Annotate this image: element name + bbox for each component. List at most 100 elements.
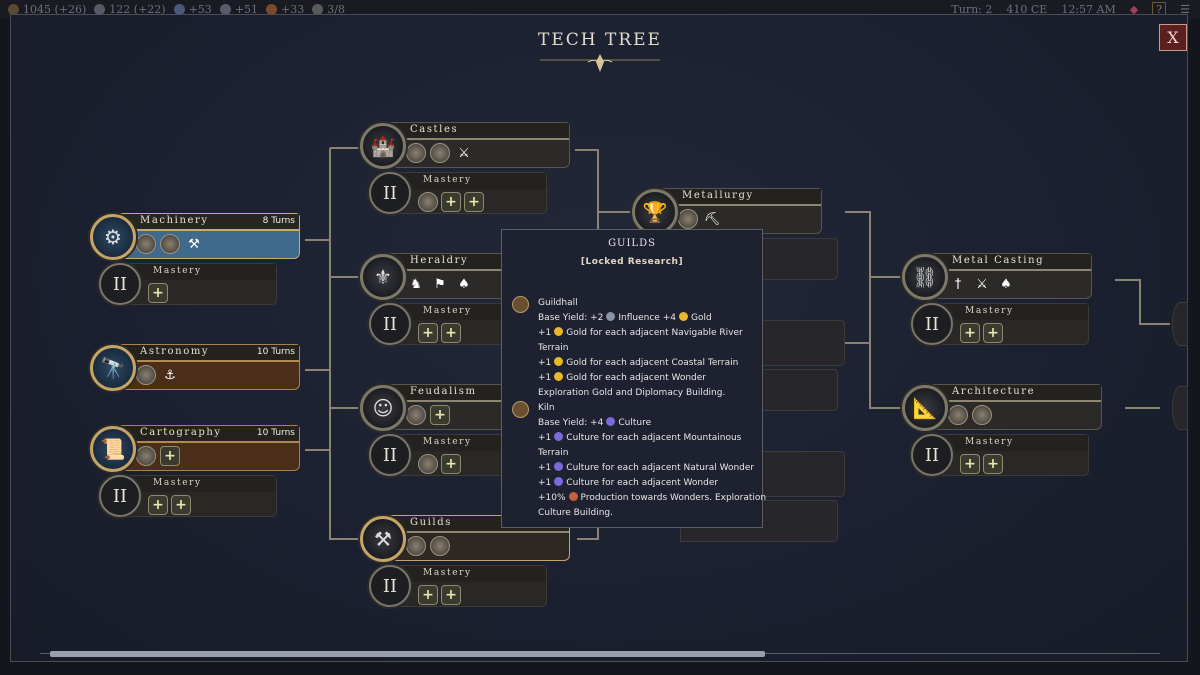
mastery-bonus-plus-icon[interactable]: + — [148, 495, 168, 515]
building-unlock-icon[interactable] — [136, 365, 156, 385]
tech-node-metal-casting[interactable]: Metal Casting † ⚔ ♠ ⛓ — [902, 253, 1092, 301]
mastery-bonus-plus-icon[interactable]: + — [983, 323, 1003, 343]
mastery-icons: ++ — [418, 192, 484, 212]
tech-machinery-icon[interactable]: ⚙ — [90, 214, 136, 260]
tech-guilds-icon[interactable]: ⚒ — [360, 516, 406, 562]
building-unlock-icon[interactable] — [678, 209, 698, 229]
mastery-bonus-plus-icon[interactable]: + — [430, 405, 450, 425]
mastery-numeral-icon: II — [99, 263, 141, 305]
mastery-bonus-plus-icon[interactable]: + — [441, 454, 461, 474]
horizontal-scrollbar[interactable] — [30, 651, 1170, 657]
building-unlock-icon[interactable] — [136, 234, 156, 254]
building-unlock-icon[interactable] — [160, 234, 180, 254]
building-unlock-icon[interactable] — [406, 536, 426, 556]
mastery-bonus-plus-icon[interactable]: + — [160, 446, 180, 466]
axe-icon[interactable]: ⚔ — [976, 276, 988, 292]
tech-node-metallurgy[interactable]: Metallurgy⛏🏆 — [632, 188, 822, 236]
tech-node-header — [378, 123, 569, 140]
tech-name: Cartography — [140, 427, 222, 438]
building-unlock-icon[interactable] — [136, 446, 156, 466]
resource-influence: 122 (+22) — [94, 3, 166, 16]
mastery-header — [927, 435, 1088, 451]
close-button[interactable]: X — [1159, 24, 1187, 51]
yield-text: Production towards Wonders. Exploration — [580, 493, 767, 503]
crane-icon[interactable]: ⛏ — [703, 211, 721, 227]
mastery-node-architecture[interactable]: Mastery++II — [911, 434, 1089, 476]
tech-node-cartography[interactable]: Cartography 10 Turns + 📜 — [90, 425, 300, 473]
mastery-label: Mastery — [153, 478, 202, 488]
mastery-node-cartography[interactable]: Mastery++II — [99, 475, 277, 517]
mastery-bonus-plus-icon[interactable]: + — [441, 585, 461, 605]
yield-text: +1 — [538, 358, 552, 368]
tech-metallurgy-icon[interactable]: 🏆 — [632, 189, 678, 235]
mastery-bonus-plus-icon[interactable]: + — [960, 323, 980, 343]
sword-icon[interactable]: † — [954, 276, 962, 292]
mastery-node-metal-casting[interactable]: Mastery++II — [911, 303, 1089, 345]
mastery-bonus-plus-icon[interactable]: + — [171, 495, 191, 515]
building-unlock-icon[interactable] — [430, 536, 450, 556]
mastery-icons: ++ — [960, 454, 1003, 474]
building-unlock-icon[interactable] — [972, 405, 992, 425]
tech-feudalism-icon[interactable]: ☺ — [360, 385, 406, 431]
yield-text: +1 — [538, 463, 552, 473]
shovel-icon[interactable]: ♠ — [458, 276, 470, 292]
building-unlock-icon[interactable] — [418, 454, 438, 474]
tech-node-castles[interactable]: Castles⚔🏰 — [360, 122, 570, 170]
mastery-numeral-icon: II — [369, 434, 411, 476]
mastery-bonus-plus-icon[interactable]: + — [464, 192, 484, 212]
yield-text: Gold for each adjacent Navigable River — [566, 328, 743, 338]
mastery-bonus-plus-icon[interactable]: + — [418, 585, 438, 605]
scroll-thumb[interactable] — [50, 651, 765, 657]
horse-icon[interactable]: ♞ — [410, 276, 422, 292]
tech-cartography-icon[interactable]: 📜 — [90, 426, 136, 472]
catapult-icon[interactable]: ⚒ — [188, 236, 200, 252]
tech-node-bar: Architecture — [919, 384, 1102, 430]
tech-astronomy-icon[interactable]: 🔭 — [90, 345, 136, 391]
clock: 12:57 AM — [1061, 3, 1116, 16]
mastery-node-guilds[interactable]: Mastery ++ II — [369, 565, 547, 607]
mastery-label: Mastery — [423, 175, 472, 185]
page-title: TECH TREE — [538, 30, 662, 50]
building-unlock-icon[interactable] — [948, 405, 968, 425]
offscreen-tech-node[interactable] — [1172, 302, 1188, 346]
yield-text: +1 — [538, 373, 552, 383]
building-unlock-icon[interactable] — [406, 143, 426, 163]
tech-name: Metal Casting — [952, 255, 1045, 266]
mastery-node-machinery[interactable]: Mastery+II — [99, 263, 277, 305]
tech-metal-casting-icon[interactable]: ⛓ — [902, 254, 948, 300]
mastery-node-castles[interactable]: Mastery++II — [369, 172, 547, 214]
tech-architecture-icon[interactable]: 📐 — [902, 385, 948, 431]
mastery-bar: Mastery+ — [114, 263, 277, 305]
yield-line: +10%Production towards Wonders. Explorat… — [538, 491, 766, 506]
tech-castles-icon[interactable]: 🏰 — [360, 123, 406, 169]
mastery-bonus-plus-icon[interactable]: + — [148, 283, 168, 303]
building-unlock-icon[interactable] — [418, 192, 438, 212]
yield-text: Base Yield: +4 — [538, 418, 604, 428]
mastery-bonus-plus-icon[interactable]: + — [418, 323, 438, 343]
flag-icon[interactable]: ⚑ — [434, 276, 446, 292]
shovel-icon[interactable]: ♠ — [1000, 276, 1012, 292]
turns-remaining: 10 Turns — [256, 428, 295, 438]
mastery-numeral-icon: II — [369, 565, 411, 607]
mastery-bar: Mastery++ — [926, 434, 1089, 476]
building-unlock-icon[interactable] — [430, 143, 450, 163]
building-unlock-icon[interactable] — [406, 405, 426, 425]
title-ornament-icon — [540, 54, 660, 72]
mastery-header — [115, 476, 276, 492]
mastery-bonus-plus-icon[interactable]: + — [960, 454, 980, 474]
mastery-bonus-plus-icon[interactable]: + — [441, 323, 461, 343]
tech-node-architecture[interactable]: Architecture📐 — [902, 384, 1102, 432]
anchor-icon[interactable]: ⚓ — [164, 367, 176, 383]
mastery-bonus-plus-icon[interactable]: + — [441, 192, 461, 212]
leader-avatar-icon[interactable]: ◆ — [1129, 3, 1139, 16]
crossbow-icon[interactable]: ⚔ — [458, 145, 470, 161]
mastery-label: Mastery — [423, 568, 472, 578]
mastery-bonus-plus-icon[interactable]: + — [983, 454, 1003, 474]
offscreen-tech-node[interactable] — [1172, 386, 1188, 430]
tech-heraldry-icon[interactable]: ⚜ — [360, 254, 406, 300]
menu-icon[interactable]: ☰ — [1180, 3, 1190, 16]
